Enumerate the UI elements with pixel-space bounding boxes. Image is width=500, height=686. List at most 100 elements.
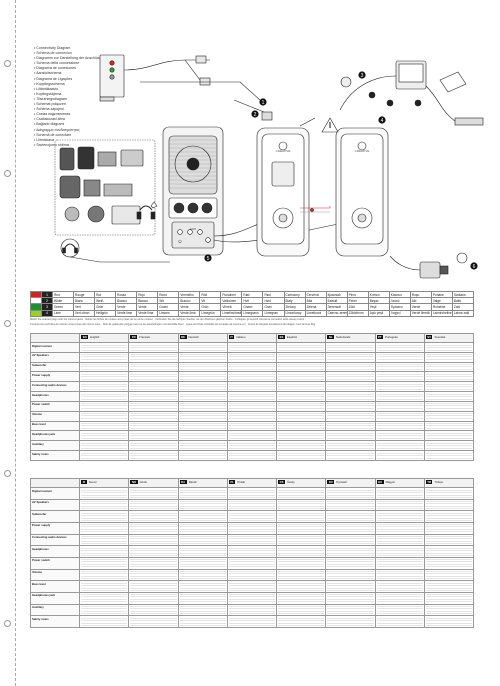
instruction-text-block bbox=[128, 615, 179, 628]
language-code: EN bbox=[81, 334, 89, 339]
text-placeholder bbox=[179, 353, 226, 362]
text-placeholder bbox=[425, 353, 472, 362]
instruction-text-block bbox=[128, 430, 179, 442]
color-name: Hellgrün bbox=[94, 309, 117, 317]
text-placeholder bbox=[228, 546, 276, 557]
instruction-text-block bbox=[177, 342, 228, 353]
instruction-label: AV Speakers bbox=[29, 351, 81, 363]
marker-4: 4 bbox=[381, 118, 384, 124]
text-placeholder bbox=[425, 511, 472, 522]
instruction-label: Safety notes bbox=[29, 450, 81, 461]
instruction-text-block bbox=[177, 391, 228, 402]
text-placeholder bbox=[130, 441, 177, 450]
instruction-text-block bbox=[226, 580, 278, 593]
instruction-text-block bbox=[226, 351, 278, 363]
instruction-text-block bbox=[79, 533, 130, 547]
color-name: Limoen bbox=[157, 309, 180, 317]
text-placeholder bbox=[327, 451, 374, 460]
instruction-label: Digital receiver bbox=[29, 342, 81, 353]
text-placeholder bbox=[278, 488, 325, 499]
text-placeholder bbox=[81, 451, 128, 460]
diagram-title: Schemat połączeń bbox=[34, 102, 103, 107]
text-placeholder bbox=[376, 353, 423, 362]
language-name: Deutsch bbox=[188, 334, 199, 339]
text-placeholder bbox=[81, 535, 128, 545]
instruction-text-block bbox=[423, 361, 475, 373]
text-placeholder bbox=[130, 570, 177, 580]
text-placeholder bbox=[81, 343, 128, 352]
text-placeholder bbox=[228, 605, 276, 615]
binder-hole bbox=[4, 170, 11, 177]
instruction-text-block bbox=[128, 580, 179, 593]
text-placeholder bbox=[327, 431, 374, 440]
instruction-text-block bbox=[79, 410, 130, 422]
text-placeholder bbox=[425, 412, 472, 421]
text-placeholder bbox=[327, 392, 374, 401]
text-placeholder bbox=[228, 343, 276, 352]
text-placeholder bbox=[228, 372, 276, 381]
text-placeholder bbox=[376, 570, 423, 580]
binder-hole bbox=[4, 60, 11, 67]
text-placeholder bbox=[425, 382, 472, 391]
text-placeholder bbox=[228, 422, 276, 430]
brand-mark-right: CREATIVE bbox=[355, 149, 370, 153]
text-placeholder bbox=[130, 412, 177, 421]
instruction-text-block bbox=[276, 342, 327, 353]
instruction-text-block bbox=[177, 450, 228, 461]
instruction-text-block bbox=[226, 533, 278, 547]
instruction-text-block bbox=[79, 430, 130, 442]
power-cable bbox=[140, 81, 261, 101]
instruction-text-block bbox=[128, 361, 179, 373]
instruction-text-block bbox=[276, 521, 327, 535]
instruction-row: Bass level bbox=[29, 420, 475, 432]
language-code: HU bbox=[376, 479, 384, 484]
text-placeholder bbox=[179, 402, 226, 411]
diagram-title: Bağlantı diagramı bbox=[34, 122, 103, 127]
color-name: Zöldcitrom bbox=[346, 309, 369, 317]
instruction-text-block bbox=[276, 430, 327, 442]
text-placeholder bbox=[376, 422, 423, 430]
instruction-text-block bbox=[276, 400, 327, 412]
diagram-title: Schéma zapojení bbox=[34, 107, 103, 112]
instruction-text-block bbox=[177, 615, 228, 628]
instruction-text-block bbox=[325, 342, 376, 353]
diagram-title: Схема подключения bbox=[34, 112, 103, 117]
color-name: Verde lime bbox=[115, 309, 138, 317]
language-code: DE bbox=[179, 334, 187, 339]
language-code: FI bbox=[81, 479, 87, 484]
text-placeholder bbox=[425, 558, 472, 569]
instruction-text-block bbox=[128, 450, 179, 461]
text-placeholder bbox=[327, 343, 374, 352]
color-swatch bbox=[30, 309, 42, 317]
color-name: Vert citron bbox=[73, 309, 96, 317]
instruction-label: Volume bbox=[29, 410, 81, 422]
instruction-text-block bbox=[423, 603, 475, 617]
text-placeholder bbox=[376, 343, 423, 352]
instruction-text-block bbox=[276, 603, 327, 617]
instruction-text-block bbox=[374, 450, 425, 461]
binder-hole bbox=[4, 470, 11, 477]
text-placeholder bbox=[81, 441, 128, 450]
color-name: Verde limetă bbox=[409, 309, 432, 317]
text-placeholder bbox=[278, 558, 325, 569]
marker-1: 1 bbox=[262, 100, 265, 106]
instruction-text-block bbox=[423, 420, 475, 432]
diagram-title: Kopplingsschema bbox=[34, 82, 103, 87]
instruction-text-block bbox=[79, 400, 130, 412]
language-name: English bbox=[90, 334, 100, 339]
text-placeholder bbox=[278, 441, 325, 450]
instruction-text-block bbox=[374, 440, 425, 452]
text-placeholder bbox=[376, 402, 423, 411]
instruction-text-block bbox=[79, 381, 130, 393]
text-placeholder bbox=[327, 523, 374, 534]
text-placeholder bbox=[228, 535, 276, 545]
instruction-row: Power supply bbox=[29, 371, 475, 383]
color-name: Limonkowy bbox=[283, 309, 306, 317]
instruction-row: Power switch bbox=[29, 556, 475, 570]
language-code: PT bbox=[376, 334, 384, 339]
text-placeholder bbox=[130, 363, 177, 371]
